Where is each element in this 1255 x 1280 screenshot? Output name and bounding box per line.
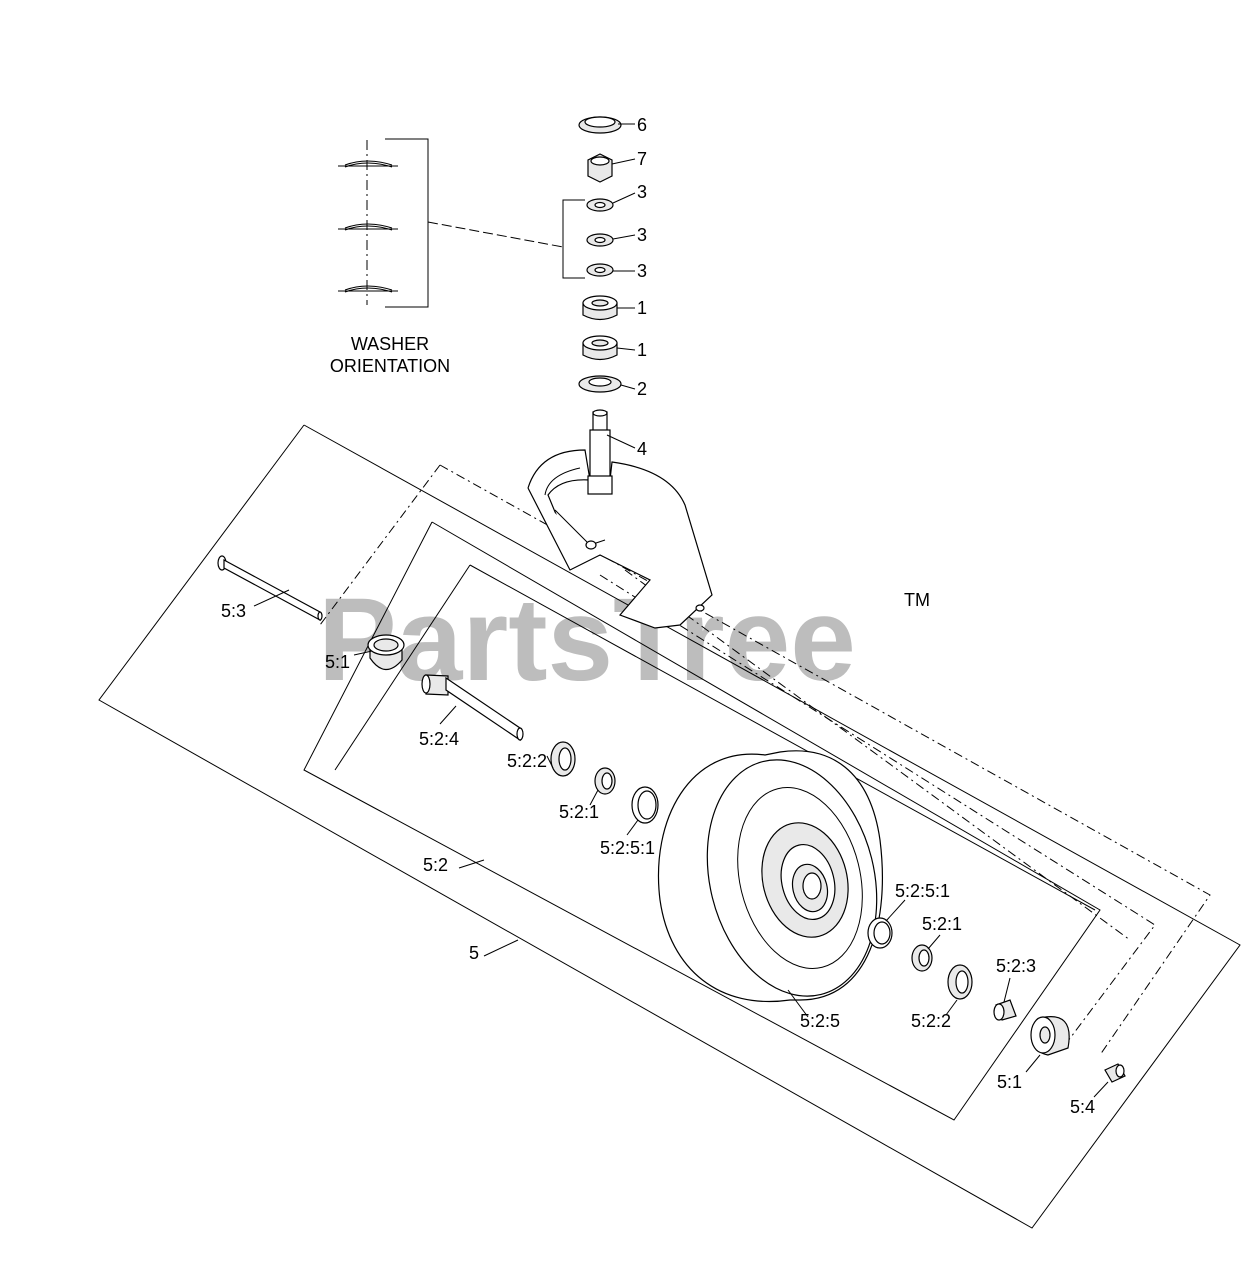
washer-3-middle xyxy=(586,233,614,247)
bearing-cone-5-2-1-left xyxy=(594,767,616,795)
callout-5-4: 5:4 xyxy=(1070,1097,1095,1117)
callout-5: 5 xyxy=(469,943,479,963)
washer-side-view-3 xyxy=(338,285,398,293)
detail-bracket xyxy=(385,138,429,308)
bearing-cone-5-2-1-right xyxy=(911,944,933,972)
callout-5-2: 5:2 xyxy=(423,855,448,875)
dust-cap-6 xyxy=(578,116,622,134)
outline-assembly-5-2 xyxy=(303,521,1101,1121)
watermark-tm: TM xyxy=(904,590,930,610)
bearing-cup-5-2-2-right xyxy=(947,964,973,1000)
callout-1-upper: 1 xyxy=(637,298,647,318)
outline-assembly-5 xyxy=(98,424,1241,1229)
spacer-5-1-right xyxy=(1030,1016,1070,1056)
caster-fork xyxy=(527,449,713,629)
caption-line-2: ORIENTATION xyxy=(330,356,450,376)
callout-4: 4 xyxy=(637,439,647,459)
callout-5-2-2-left: 5:2:2 xyxy=(507,751,547,771)
callout-5-2-5-1-left: 5:2:5:1 xyxy=(600,838,655,858)
washer-3-top xyxy=(586,198,614,212)
callout-5-2-1-left: 5:2:1 xyxy=(559,802,599,822)
nut-5-4 xyxy=(1104,1063,1126,1083)
axle-bolt-5-3 xyxy=(217,555,323,622)
callout-3-middle: 3 xyxy=(637,225,647,245)
caption-line-1: WASHER xyxy=(351,334,429,354)
spacer-5-1-left xyxy=(367,634,405,671)
lock-nut-7 xyxy=(587,153,613,183)
callout-5-2-1-right: 5:2:1 xyxy=(922,914,962,934)
callout-1-lower: 1 xyxy=(637,340,647,360)
callout-5-2-2-right: 5:2:2 xyxy=(911,1011,951,1031)
axle-sleeve-5-2-4 xyxy=(421,674,524,742)
detail-leader xyxy=(427,221,564,248)
washer-side-view-1 xyxy=(338,160,398,168)
spacer-5-2-3 xyxy=(993,999,1017,1021)
watermark-text: PartsTree xyxy=(318,574,856,706)
washer-side-view-2 xyxy=(338,223,398,231)
callout-5-2-5: 5:2:5 xyxy=(800,1011,840,1031)
washer-group-bracket xyxy=(562,199,585,279)
leader-lines xyxy=(253,123,1109,1098)
callout-5-2-3: 5:2:3 xyxy=(996,956,1036,976)
bearing-cup-5-2-2-left xyxy=(550,741,576,777)
callout-6: 6 xyxy=(637,115,647,135)
wheel-tire-5-2-5 xyxy=(657,750,883,1002)
callout-3-bottom: 3 xyxy=(637,261,647,281)
callout-5-2-4: 5:2:4 xyxy=(419,729,459,749)
watermark: PartsTree TM xyxy=(318,574,930,706)
seal-5-2-5-1-left xyxy=(631,786,659,824)
seal-5-2-5-1-right xyxy=(867,917,893,949)
callout-2: 2 xyxy=(637,379,647,399)
callout-5-1-right: 5:1 xyxy=(997,1072,1022,1092)
callout-5-1-left: 5:1 xyxy=(325,652,350,672)
callout-labels: 6 7 3 3 3 1 1 2 4 5:3 5:1 5:2:4 5:2:2 5:… xyxy=(221,115,1095,1117)
callout-5-3: 5:3 xyxy=(221,601,246,621)
bearing-1-upper xyxy=(582,295,618,321)
callout-3-top: 3 xyxy=(637,182,647,202)
washer-orientation-detail: WASHER ORIENTATION xyxy=(330,138,585,376)
bearing-1-lower xyxy=(582,335,618,361)
callout-7: 7 xyxy=(637,149,647,169)
washer-3-bottom xyxy=(586,263,614,277)
seal-2 xyxy=(578,375,622,393)
spindle-4 xyxy=(589,409,611,481)
centerline-a xyxy=(319,464,441,626)
callout-5-2-5-1-right: 5:2:5:1 xyxy=(895,881,950,901)
